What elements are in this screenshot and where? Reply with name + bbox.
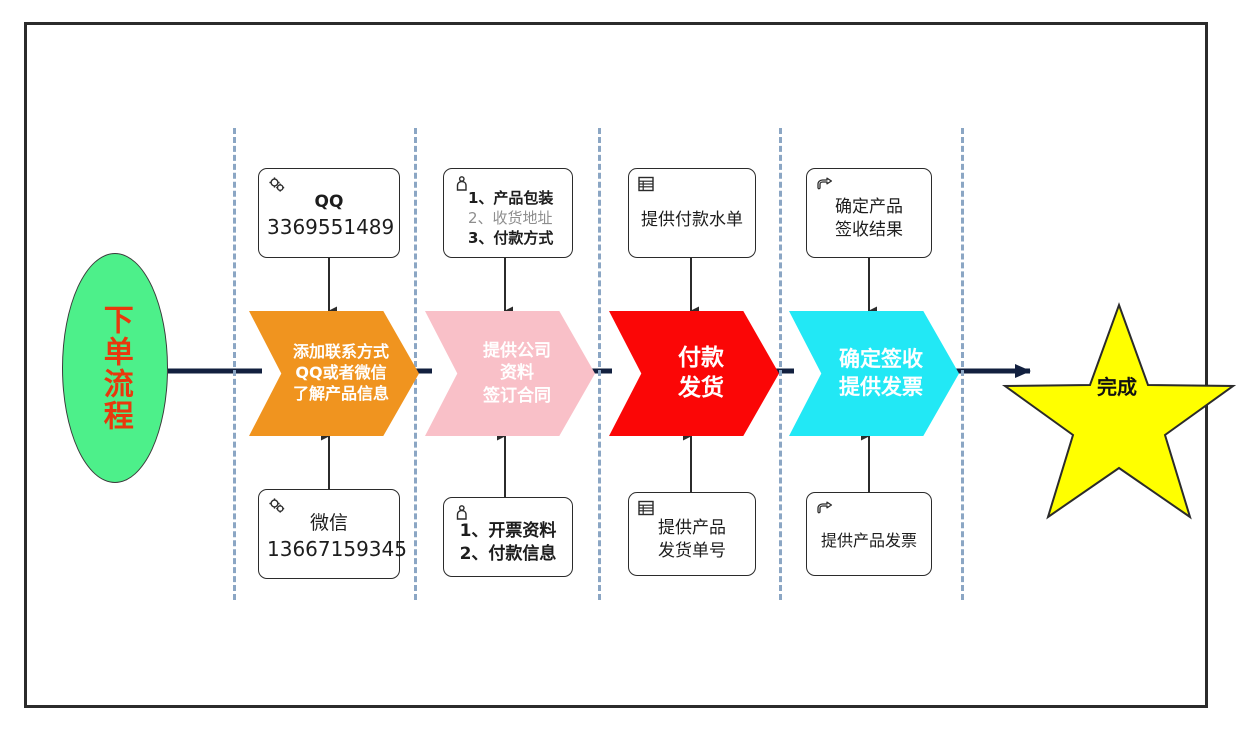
text-line: 13667159345 [267, 537, 407, 562]
text-line: 3、付款方式 [468, 229, 554, 248]
start-node[interactable]: 下单流程 [62, 253, 168, 483]
pointing-hand-icon [815, 499, 835, 519]
text-line: 付款 [678, 344, 724, 371]
stage-1-chevron-label: 添加联系方式 QQ或者微信 了解产品信息 [279, 342, 389, 404]
stage-1-top-box-lines: QQ 3369551489 [267, 191, 395, 241]
gears-icon [267, 496, 287, 516]
stage-3-top-box-lines: 提供付款水单 [637, 209, 747, 232]
text-line: 2、收货地址 [468, 208, 553, 227]
stage-2-bottom-box-lines: 1、开票资料 2、付款信息 [452, 520, 564, 566]
text-line: 确定签收 [839, 347, 923, 372]
stage-4-top-box-lines: 确定产品 签收结果 [815, 196, 923, 242]
gears-icon [267, 175, 287, 195]
pointing-hand-icon [815, 175, 835, 195]
text-line: 提供产品 [658, 518, 726, 539]
stage-3-top-box[interactable]: 提供付款水单 [628, 168, 756, 258]
text-line: 提供产品发票 [820, 531, 917, 551]
stage-1-bottom-box-lines: 微信 13667159345 [267, 511, 407, 564]
text-line: 了解产品信息 [292, 383, 389, 403]
text-line: 资料 [500, 363, 534, 384]
start-node-label: 下单流程 [97, 304, 133, 432]
column-divider-3 [598, 128, 601, 600]
text-line: 添加联系方式 [292, 342, 389, 362]
text-line: 微信 [309, 511, 348, 534]
stage-3-chevron-label: 付款 发货 [664, 344, 724, 404]
text-line: 提供发票 [839, 374, 923, 399]
finish-star[interactable]: 完成 [1043, 305, 1195, 450]
text-line: 1、开票资料 [459, 521, 557, 542]
stage-2-top-box-lines: 1、产品包装 2、收货地址 3、付款方式 [452, 188, 564, 249]
text-line: 确定产品 [835, 197, 903, 218]
text-line: 签订合同 [483, 385, 551, 406]
stage-4-chevron-label: 确定签收 提供发票 [825, 346, 923, 401]
stage-3-bottom-box[interactable]: 提供产品 发货单号 [628, 492, 756, 576]
stage-4-bottom-box-lines: 提供产品发票 [815, 530, 923, 552]
text-line: 签收结果 [835, 220, 903, 240]
stage-1-bottom-box[interactable]: 微信 13667159345 [258, 489, 407, 579]
text-line: 发货单号 [658, 541, 726, 561]
column-divider-2 [414, 128, 417, 600]
stage-1-top-box[interactable]: QQ 3369551489 [258, 168, 400, 258]
person-icon [452, 504, 472, 524]
stage-2-chevron-label: 提供公司 资料 签订合同 [469, 340, 551, 406]
text-line: QQ [314, 192, 344, 213]
text-line: 3369551489 [267, 214, 395, 239]
stage-3-bottom-box-lines: 提供产品 发货单号 [637, 517, 747, 563]
text-line: 1、产品包装 [468, 188, 554, 207]
column-divider-1 [233, 128, 236, 600]
diagram-frame [24, 22, 1208, 708]
list-icon [637, 175, 657, 195]
text-line: 2、付款信息 [459, 544, 557, 564]
column-divider-4 [779, 128, 782, 600]
stage-4-bottom-box[interactable]: 提供产品发票 [806, 492, 932, 576]
column-divider-5 [961, 128, 964, 600]
stage-2-top-box[interactable]: 1、产品包装 2、收货地址 3、付款方式 [443, 168, 573, 258]
list-icon [637, 499, 657, 519]
stage-4-top-box[interactable]: 确定产品 签收结果 [806, 168, 932, 258]
finish-star-label: 完成 [1097, 375, 1137, 399]
person-icon [452, 175, 472, 195]
text-line: 提供付款水单 [641, 209, 743, 230]
stage-2-bottom-box[interactable]: 1、开票资料 2、付款信息 [443, 497, 573, 577]
text-line: QQ或者微信 [295, 363, 387, 383]
text-line: 提供公司 [483, 341, 551, 362]
text-line: 发货 [678, 374, 724, 401]
